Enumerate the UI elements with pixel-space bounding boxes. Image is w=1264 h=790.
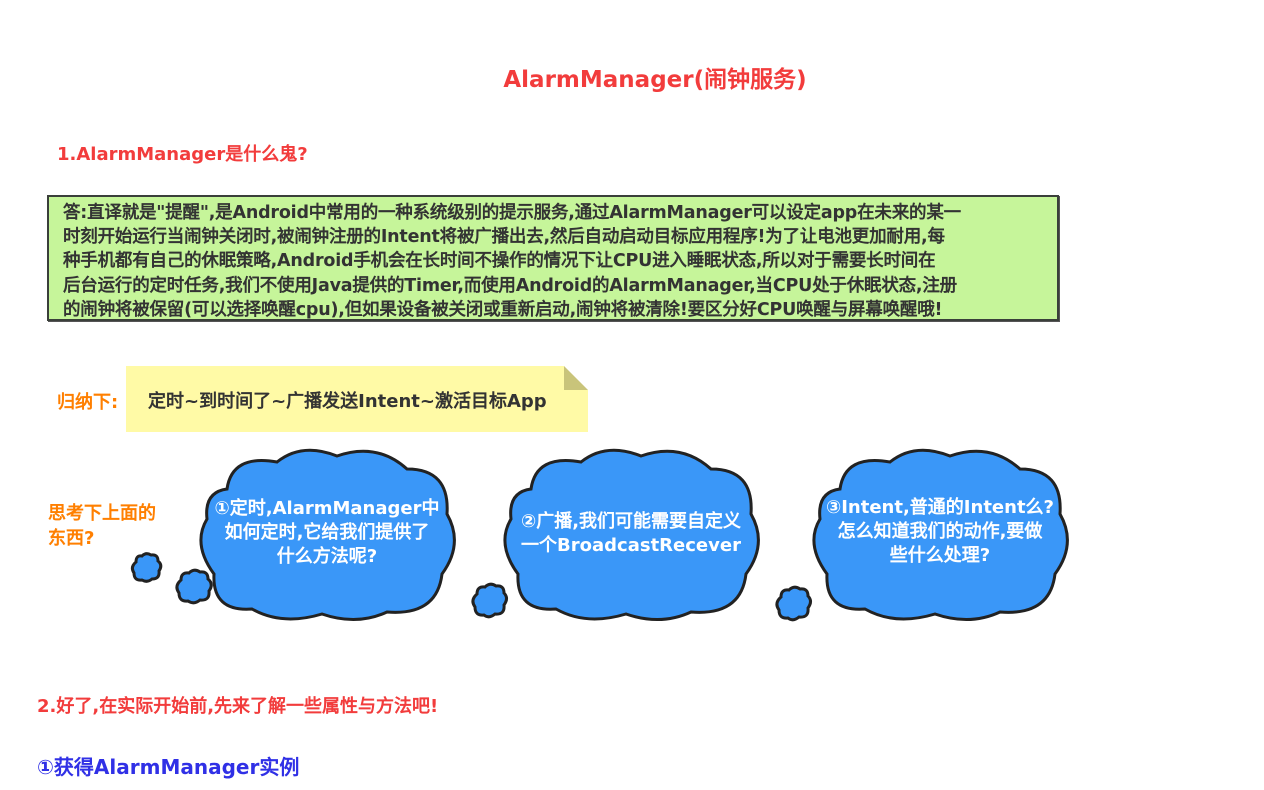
cloud-shape-icon	[199, 448, 456, 622]
answer-line: 的闹钟将被保留(可以选择唤醒cpu),但如果设备被关闭或重新启动,闹钟将被清除!…	[63, 299, 943, 320]
answer-line: 后台运行的定时任务,我们不使用Java提供的Timer,而使用Android的A…	[63, 275, 957, 296]
summary-label: 归纳下:	[57, 392, 119, 413]
small-cloud-icon	[130, 552, 163, 583]
cloud-text-line: ②广播,我们可能需要自定义	[520, 511, 742, 532]
thought-cloud-2: ②广播,我们可能需要自定义 一个BroadcastRecever	[496, 444, 766, 624]
cloud-text-line: 一个BroadcastRecever	[521, 535, 741, 556]
small-cloud-icon	[175, 568, 213, 605]
note-text: 定时~到时间了~广播发送Intent~激活目标App	[148, 391, 547, 412]
think-label: 思考下上面的 东西?	[48, 501, 156, 551]
cloud-text-line: 怎么知道我们的动作,要做	[837, 521, 1043, 542]
answer-line: 时刻开始运行当闹钟关闭时,被闹钟注册的Intent将被广播出去,然后自动启动目标…	[63, 227, 945, 248]
note-fold-corner	[564, 366, 588, 390]
cloud-shape-icon	[812, 448, 1069, 622]
cloud-shape-icon	[503, 448, 760, 622]
sticky-note: 定时~到时间了~广播发送Intent~激活目标App	[126, 366, 588, 432]
thought-cloud-3: ③Intent,普通的Intent么? 怎么知道我们的动作,要做 些什么处理?	[805, 444, 1075, 624]
answer-line: 答:直译就是"提醒",是Android中常用的一种系统级别的提示服务,通过Ala…	[63, 203, 961, 223]
section2-heading: 2.好了,在实际开始前,先来了解一些属性与方法吧!	[37, 696, 439, 717]
cloud-text-line: 什么方法呢?	[276, 546, 378, 567]
cloud-text-line: 如何定时,它给我们提供了	[224, 522, 430, 543]
small-cloud-icon	[471, 582, 508, 619]
answer-line: 种手机都有自己的休眠策略,Android手机会在长时间不操作的情况下让CPU进入…	[63, 251, 936, 272]
think-label-line: 东西?	[48, 528, 95, 549]
section1-heading: 1.AlarmManager是什么鬼?	[57, 144, 308, 165]
think-label-line: 思考下上面的	[48, 503, 156, 524]
small-cloud-icon	[775, 585, 812, 622]
answer-box: 答:直译就是"提醒",是Android中常用的一种系统级别的提示服务,通过Ala…	[47, 195, 1059, 321]
page-title: AlarmManager(闹钟服务)	[503, 67, 807, 93]
cloud-text-line: 些什么处理?	[889, 545, 991, 566]
thought-cloud-1: ①定时,AlarmManager中 如何定时,它给我们提供了 什么方法呢?	[192, 444, 462, 624]
cloud-text-line: ③Intent,普通的Intent么?	[825, 497, 1054, 518]
section2-subheading: ①获得AlarmManager实例	[37, 755, 300, 779]
cloud-text-line: ①定时,AlarmManager中	[214, 498, 440, 519]
